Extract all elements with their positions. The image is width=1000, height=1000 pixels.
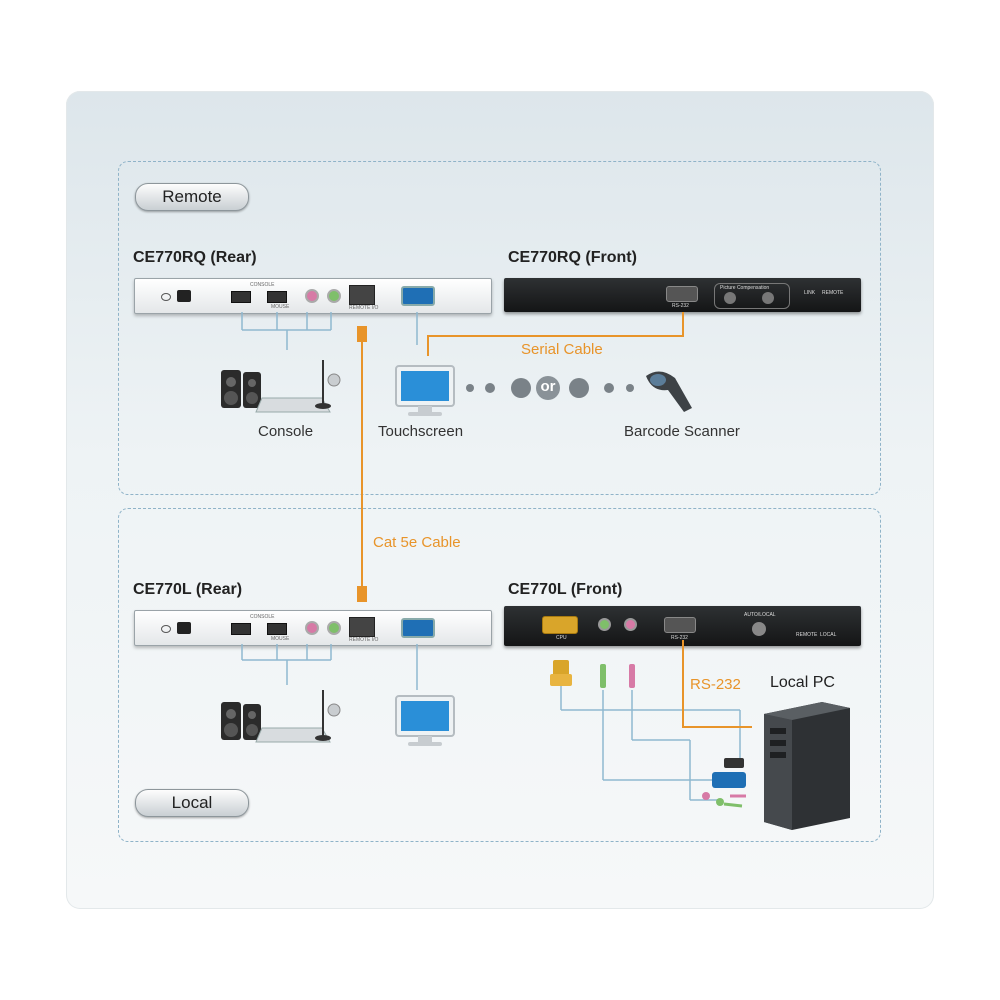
- power-jack-icon: [177, 622, 191, 634]
- rj45-port-icon: [349, 285, 375, 305]
- rj45-plug-icon: [357, 326, 367, 342]
- remote-zone-label: Remote: [135, 183, 249, 211]
- rs232-port-label: RS-232: [671, 635, 688, 641]
- serial-cable-label: Serial Cable: [521, 341, 603, 358]
- console-icon-local: [221, 690, 341, 743]
- rs232-port-label: RS-232: [672, 303, 689, 309]
- local-console-wires: [241, 644, 418, 690]
- picture-compensation-frame: [714, 283, 790, 309]
- touchscreen-icon-local: [395, 695, 455, 746]
- led-local-label: LOCAL: [820, 632, 837, 638]
- touchscreen-icon-remote: [395, 365, 455, 416]
- console-port-label: CONSOLE: [250, 282, 275, 288]
- remote-zone: [118, 161, 881, 495]
- power-jack-icon: [177, 290, 191, 302]
- cpu-connector-icon: [550, 660, 572, 686]
- rj45-port-icon: [349, 617, 375, 637]
- audio-plug-icon: [600, 664, 635, 688]
- rs232-port-icon: [664, 617, 696, 633]
- mic-jack-icon: [327, 621, 341, 635]
- local-pc-wires: [560, 685, 741, 801]
- mouse-port-label: MOUSE: [271, 304, 290, 310]
- local-rear-panel: CONSOLE MOUSE REMOTE I/O: [134, 610, 492, 646]
- power-symbol-icon: [161, 293, 171, 301]
- remote-front-title: CE770RQ (Front): [508, 249, 637, 266]
- mic-jack-icon: [598, 618, 611, 631]
- vga-port-icon: [401, 618, 435, 638]
- rs232-cable-line: [682, 640, 752, 728]
- remote-rear-title: CE770RQ (Rear): [133, 249, 257, 266]
- mic-jack-icon: [327, 289, 341, 303]
- cpu-port-icon: [542, 616, 578, 634]
- local-rear-title: CE770L (Rear): [133, 581, 243, 598]
- local-zone: [118, 508, 881, 842]
- console-icon-remote: [221, 360, 341, 413]
- console-label: Console: [258, 423, 314, 440]
- vga-port-icon: [401, 286, 435, 306]
- auto-local-button-icon: [752, 622, 766, 636]
- speaker-jack-icon: [305, 289, 319, 303]
- rs232-port-icon: [666, 286, 698, 302]
- knob-icon: [724, 292, 736, 304]
- remote-front-panel: RS-232 Picture Compensation LINK REMOTE: [504, 278, 861, 312]
- pc-connectors-icon: [702, 758, 746, 808]
- remote-rear-panel: CONSOLE MOUSE REMOTE I/O: [134, 278, 492, 314]
- serial-cable-line: [427, 312, 684, 356]
- barcode-scanner-icon: [646, 371, 692, 412]
- remote-console-wires: [241, 312, 418, 350]
- mouse-port-label: MOUSE: [271, 636, 290, 642]
- led-remote-label: REMOTE: [796, 632, 818, 638]
- local-pc-icon: [764, 702, 850, 830]
- remote-io-port-label: REMOTE I/O: [349, 637, 379, 643]
- usb-port-icon: [231, 623, 251, 635]
- picture-compensation-label: Picture Compensation: [720, 285, 770, 291]
- local-front-title: CE770L (Front): [508, 581, 623, 598]
- usb-port-icon: [267, 623, 287, 635]
- local-front-panel: CPU RS-232 AUTO/LOCAL REMOTE LOCAL: [504, 606, 861, 646]
- knob-icon: [762, 292, 774, 304]
- speaker-jack-icon: [305, 621, 319, 635]
- cat5e-cable-label: Cat 5e Cable: [373, 534, 461, 551]
- led-link-label: LINK: [804, 290, 816, 296]
- rs232-label: RS-232: [690, 676, 741, 693]
- led-remote-label: REMOTE: [822, 290, 844, 296]
- usb-port-icon: [231, 291, 251, 303]
- cpu-port-label: CPU: [556, 635, 567, 641]
- or-label: or: [540, 378, 556, 395]
- usb-port-icon: [267, 291, 287, 303]
- power-symbol-icon: [161, 625, 171, 633]
- local-pc-label: Local PC: [770, 674, 835, 691]
- barcode-scanner-label: Barcode Scanner: [624, 423, 740, 440]
- rj45-plug-icon: [357, 586, 367, 602]
- auto-local-label: AUTO/LOCAL: [744, 612, 776, 618]
- remote-io-port-label: REMOTE I/O: [349, 305, 379, 311]
- or-dots: [466, 376, 634, 400]
- local-zone-label: Local: [135, 789, 249, 817]
- speaker-jack-icon: [624, 618, 637, 631]
- touchscreen-label: Touchscreen: [378, 423, 464, 440]
- console-port-label: CONSOLE: [250, 614, 275, 620]
